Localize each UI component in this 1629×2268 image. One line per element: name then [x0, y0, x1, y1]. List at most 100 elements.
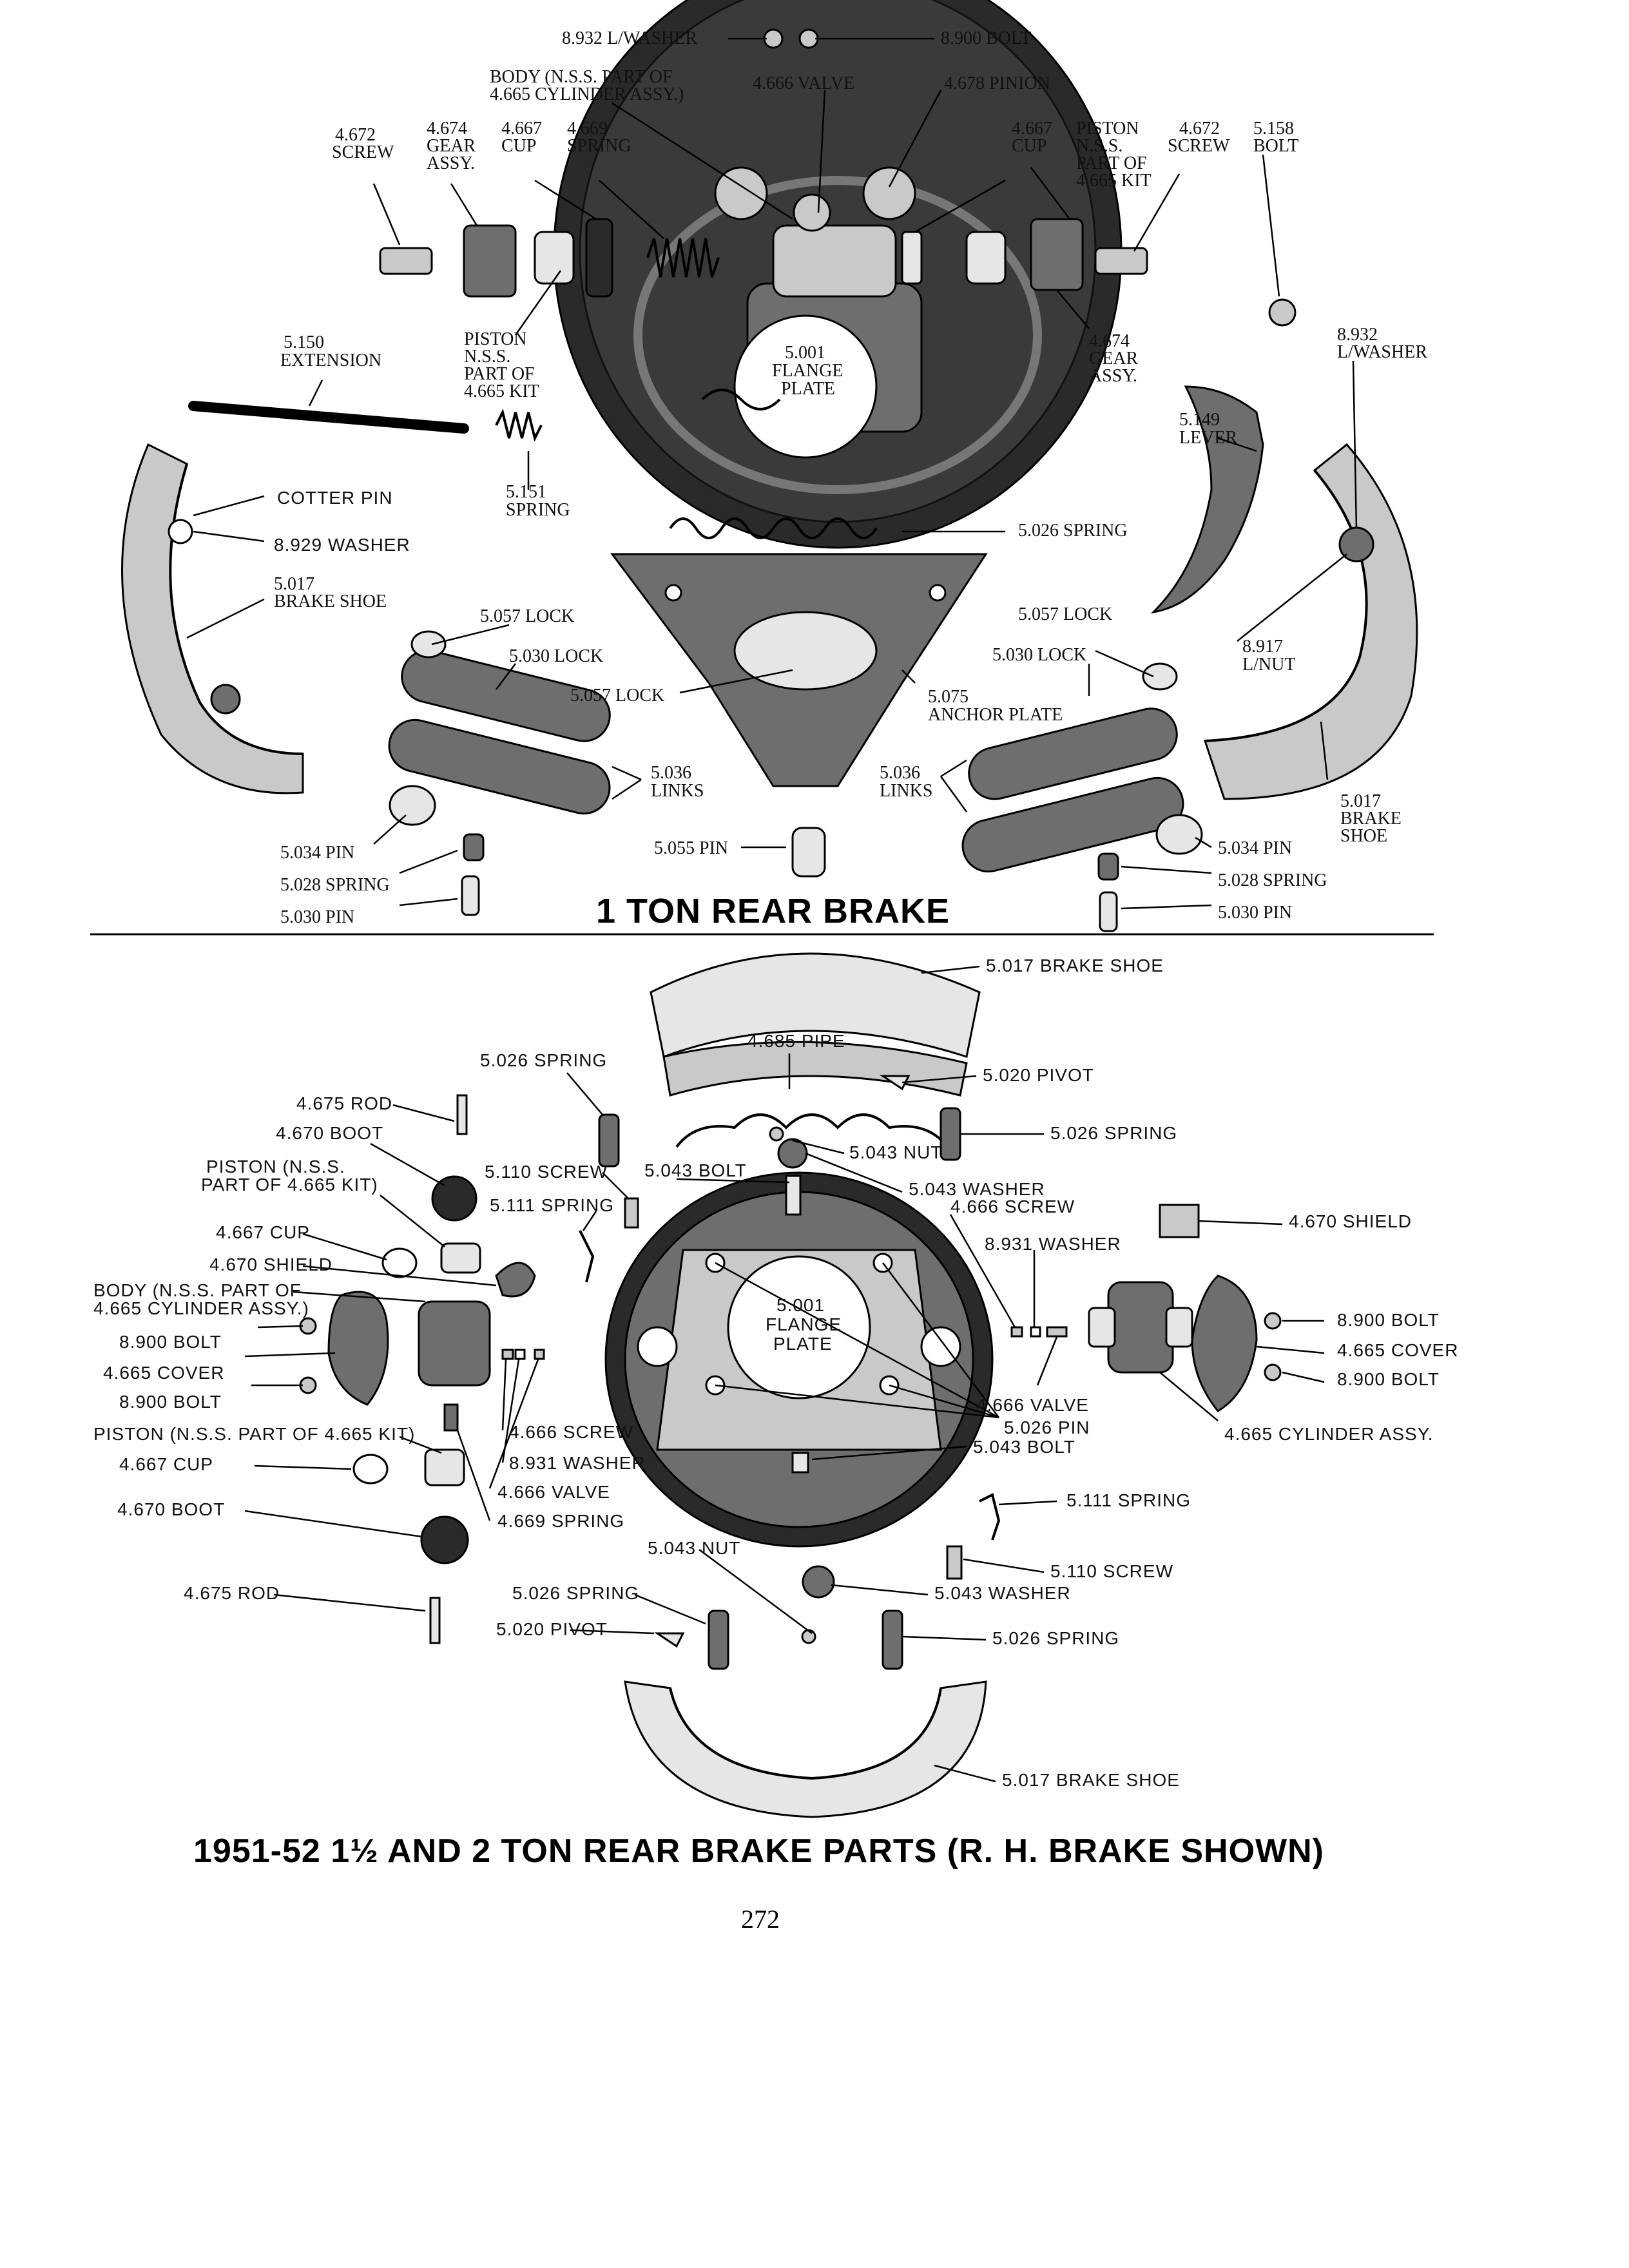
label-pin026: 5.026 PIN: [1004, 1418, 1090, 1437]
boot-4670-bottom: [420, 1515, 469, 1564]
label-links-right: LINKS: [880, 781, 932, 801]
shield-4670-left: [495, 1262, 536, 1298]
label-cup-left-num: 4.667: [501, 119, 542, 139]
label-body-1: BODY (N.S.S. PART OF: [490, 67, 673, 87]
piston-right: [965, 231, 1007, 285]
label-spring151: SPRING: [506, 500, 570, 520]
label-shoe-bottom: 5.017 BRAKE SHOE: [1002, 1770, 1180, 1790]
pipe-4685: [675, 1113, 949, 1148]
label-piston-left-1: PISTON: [464, 329, 527, 349]
cup-4667-top: [381, 1247, 418, 1278]
label-pin034-right: 5.034 PIN: [1218, 838, 1292, 858]
spring-5111-bottom: [979, 1493, 1001, 1541]
spring-4669-2ton: [443, 1403, 459, 1432]
spring-5111-top: [579, 1230, 595, 1283]
label-lwasher-right: L/WASHER: [1337, 342, 1427, 362]
labels-1ton: 8.932 L/WASHER 8.900 BOLT BODY (N.S.S. P…: [274, 28, 1427, 930]
label-anchor-num: 5.075: [928, 687, 969, 707]
label-pipe: 4.685 PIPE: [747, 1031, 845, 1051]
brake-shoe-top-2ton: [650, 952, 981, 1097]
cup-4667-bottom: [352, 1454, 389, 1485]
screw-5110-top: [624, 1197, 639, 1229]
label-bolt043-bottom: 5.043 BOLT: [973, 1437, 1075, 1457]
label-screw110-top: 5.110 SCREW: [485, 1162, 608, 1182]
spring-5028-right: [1097, 852, 1119, 881]
spring-5026-top-right: [940, 1107, 961, 1161]
label-lwasher-top: 8.932 L/WASHER: [562, 28, 697, 48]
piston-bottom-2ton: [424, 1448, 465, 1486]
label-plate-2ton: PLATE: [773, 1334, 833, 1354]
label-pin030-right: 5.030 PIN: [1218, 903, 1292, 923]
cover-4665-right: [1191, 1274, 1258, 1412]
label-plate: PLATE: [781, 379, 835, 399]
flange-plate-1ton: [733, 314, 878, 459]
label-screw-left-num: 4.672: [335, 125, 376, 145]
label-shield-left: 4.670 SHIELD: [209, 1254, 333, 1274]
label-links-left: LINKS: [651, 781, 704, 801]
pin-5034-right: [1155, 814, 1203, 855]
label-pivot-top: 5.020 PIVOT: [983, 1065, 1094, 1085]
label-body-2: 4.665 CYLINDER ASSY.): [490, 84, 684, 104]
label-spring111-bottom: 5.111 SPRING: [1066, 1490, 1191, 1510]
cover-4665-left: [327, 1291, 389, 1406]
spring-5028-left: [463, 833, 485, 861]
cylinder-assy-4665-right: [1107, 1281, 1174, 1374]
label-screw666-bottom: 4.666 SCREW: [509, 1422, 633, 1442]
wheel-cylinder-left-2ton: [299, 1094, 545, 1644]
bolt-5043-bottom: [791, 1452, 809, 1474]
label-flange: FLANGE: [772, 361, 843, 381]
label-piston-right-2: N.S.S.: [1076, 136, 1123, 156]
label-spring-num: 4.669: [567, 119, 608, 139]
label-shoe-top: 5.017 BRAKE SHOE: [986, 956, 1164, 975]
label-piston-bottom: PISTON (N.S.S. PART OF 4.665 KIT): [93, 1424, 415, 1444]
label-gear-right-assy: ASSY.: [1089, 366, 1137, 386]
label-cylinder-right: 4.665 CYLINDER ASSY.: [1224, 1424, 1434, 1444]
label-screw-right: SCREW: [1168, 136, 1230, 156]
label-shoe-right-num: 5.017: [1340, 791, 1381, 811]
boot-4670-top: [431, 1175, 477, 1222]
label-bolt-right: BOLT: [1253, 136, 1299, 156]
label-body-2ton-1: BODY (N.S.S. PART OF: [93, 1280, 302, 1300]
label-extension: EXTENSION: [280, 351, 381, 370]
backing-plate-2ton: [604, 1171, 994, 1548]
label-cover-left: 4.665 COVER: [103, 1363, 224, 1383]
leader-lines-1ton: [90, 37, 1434, 936]
links-left-upper: [401, 649, 611, 742]
bolt-5158: [1268, 298, 1296, 327]
label-screw666-top: 4.666 SCREW: [950, 1196, 1075, 1216]
label-pivot-bottom: 5.020 PIVOT: [496, 1619, 608, 1639]
label-cotter-pin: COTTER PIN: [277, 488, 393, 508]
label-rod-bottom: 4.675 ROD: [184, 1583, 280, 1603]
pin-5030-left: [461, 875, 480, 916]
label-screw-left: SCREW: [332, 142, 394, 162]
pin-5030-right: [1099, 891, 1118, 932]
label-lnut-num: 8.917: [1242, 637, 1283, 657]
label-cup-right-num: 4.667: [1012, 119, 1052, 139]
nut-5043-top: [769, 1126, 784, 1142]
label-lock030-right: 5.030 LOCK: [992, 645, 1086, 665]
label-lock057-left: 5.057 LOCK: [480, 606, 574, 626]
cup-left: [585, 218, 613, 298]
rod-4675-top: [456, 1094, 468, 1135]
links-left-lower: [388, 718, 611, 815]
label-spring-bottom-right: 5.026 SPRING: [992, 1628, 1119, 1648]
label-nut-bottom: 5.043 NUT: [648, 1538, 740, 1558]
cup-right: [901, 231, 923, 285]
label-boot-bottom: 4.670 BOOT: [117, 1499, 225, 1519]
piston-top-2ton: [440, 1242, 481, 1274]
label-extension-num: 5.150: [284, 332, 324, 352]
screw-4666-right: [1010, 1326, 1023, 1338]
label-lock030-left: 5.030 LOCK: [509, 646, 603, 666]
anchor-plate-links-1ton: [388, 553, 1203, 932]
label-spring-bottom-left: 5.026 SPRING: [512, 1583, 639, 1603]
rod-4675-bottom: [429, 1597, 441, 1644]
label-cup-bottom: 4.667 CUP: [119, 1454, 213, 1474]
label-spring669: 4.669 SPRING: [497, 1511, 624, 1531]
label-lever-num: 5.149: [1179, 410, 1220, 430]
valve-4666-right: [1046, 1326, 1068, 1338]
springs-pipe-2ton: [579, 1075, 1001, 1670]
label-spring151-num: 5.151: [506, 482, 546, 502]
label-anchor-plate: ANCHOR PLATE: [928, 705, 1063, 725]
